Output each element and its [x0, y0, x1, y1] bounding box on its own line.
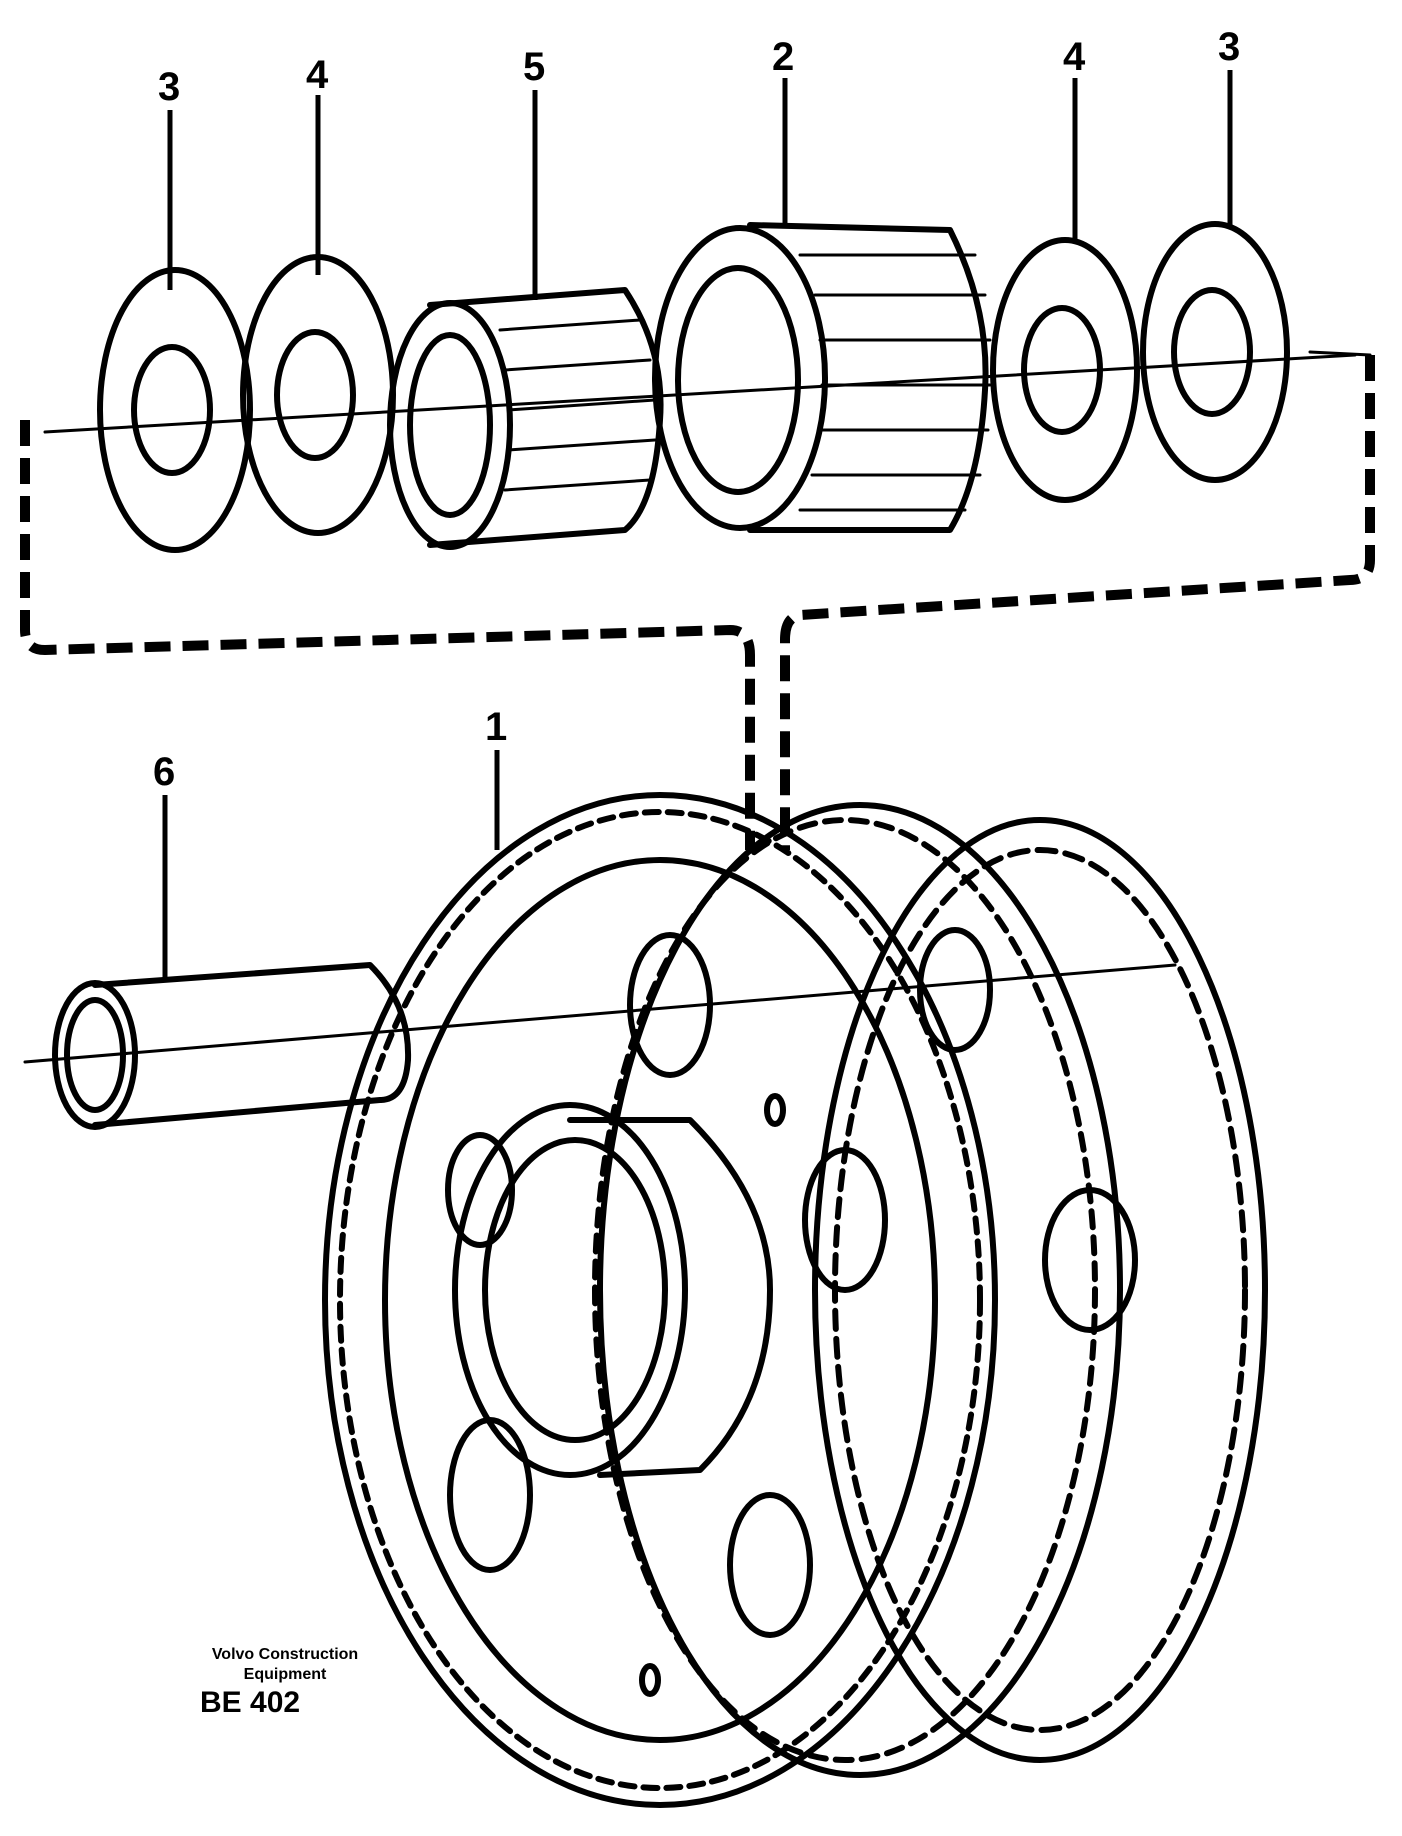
washer-left-outer [97, 267, 253, 553]
planet-carrier [322, 792, 1268, 1808]
callout-3-right: 3 [1218, 25, 1240, 69]
callout-5: 5 [523, 45, 545, 89]
planet-gear [652, 222, 992, 533]
callout-4-left: 4 [306, 53, 329, 97]
callout-3-left: 3 [158, 65, 180, 109]
credit-line-1: Volvo Construction [211, 1646, 359, 1663]
figure-code: BE 402 [200, 1686, 301, 1719]
washer-right-inner [990, 237, 1140, 503]
callout-4-right: 4 [1063, 35, 1086, 79]
callout-6: 6 [153, 750, 175, 794]
axis-line-top-connector [1308, 350, 1372, 357]
callout-2: 2 [772, 35, 794, 79]
assembly-path-dashed-right [780, 355, 1375, 850]
planet-shaft [23, 962, 1177, 1130]
callout-1: 1 [485, 705, 507, 749]
washer-left-inner [240, 254, 396, 536]
credit-line-2: Equipment [243, 1666, 327, 1683]
washer-right-outer [1140, 221, 1290, 483]
roller-bearing [387, 287, 664, 550]
manufacturer-credit: Volvo Construction Equipment [190, 1645, 380, 1685]
assembly-path-dashed [20, 420, 755, 850]
